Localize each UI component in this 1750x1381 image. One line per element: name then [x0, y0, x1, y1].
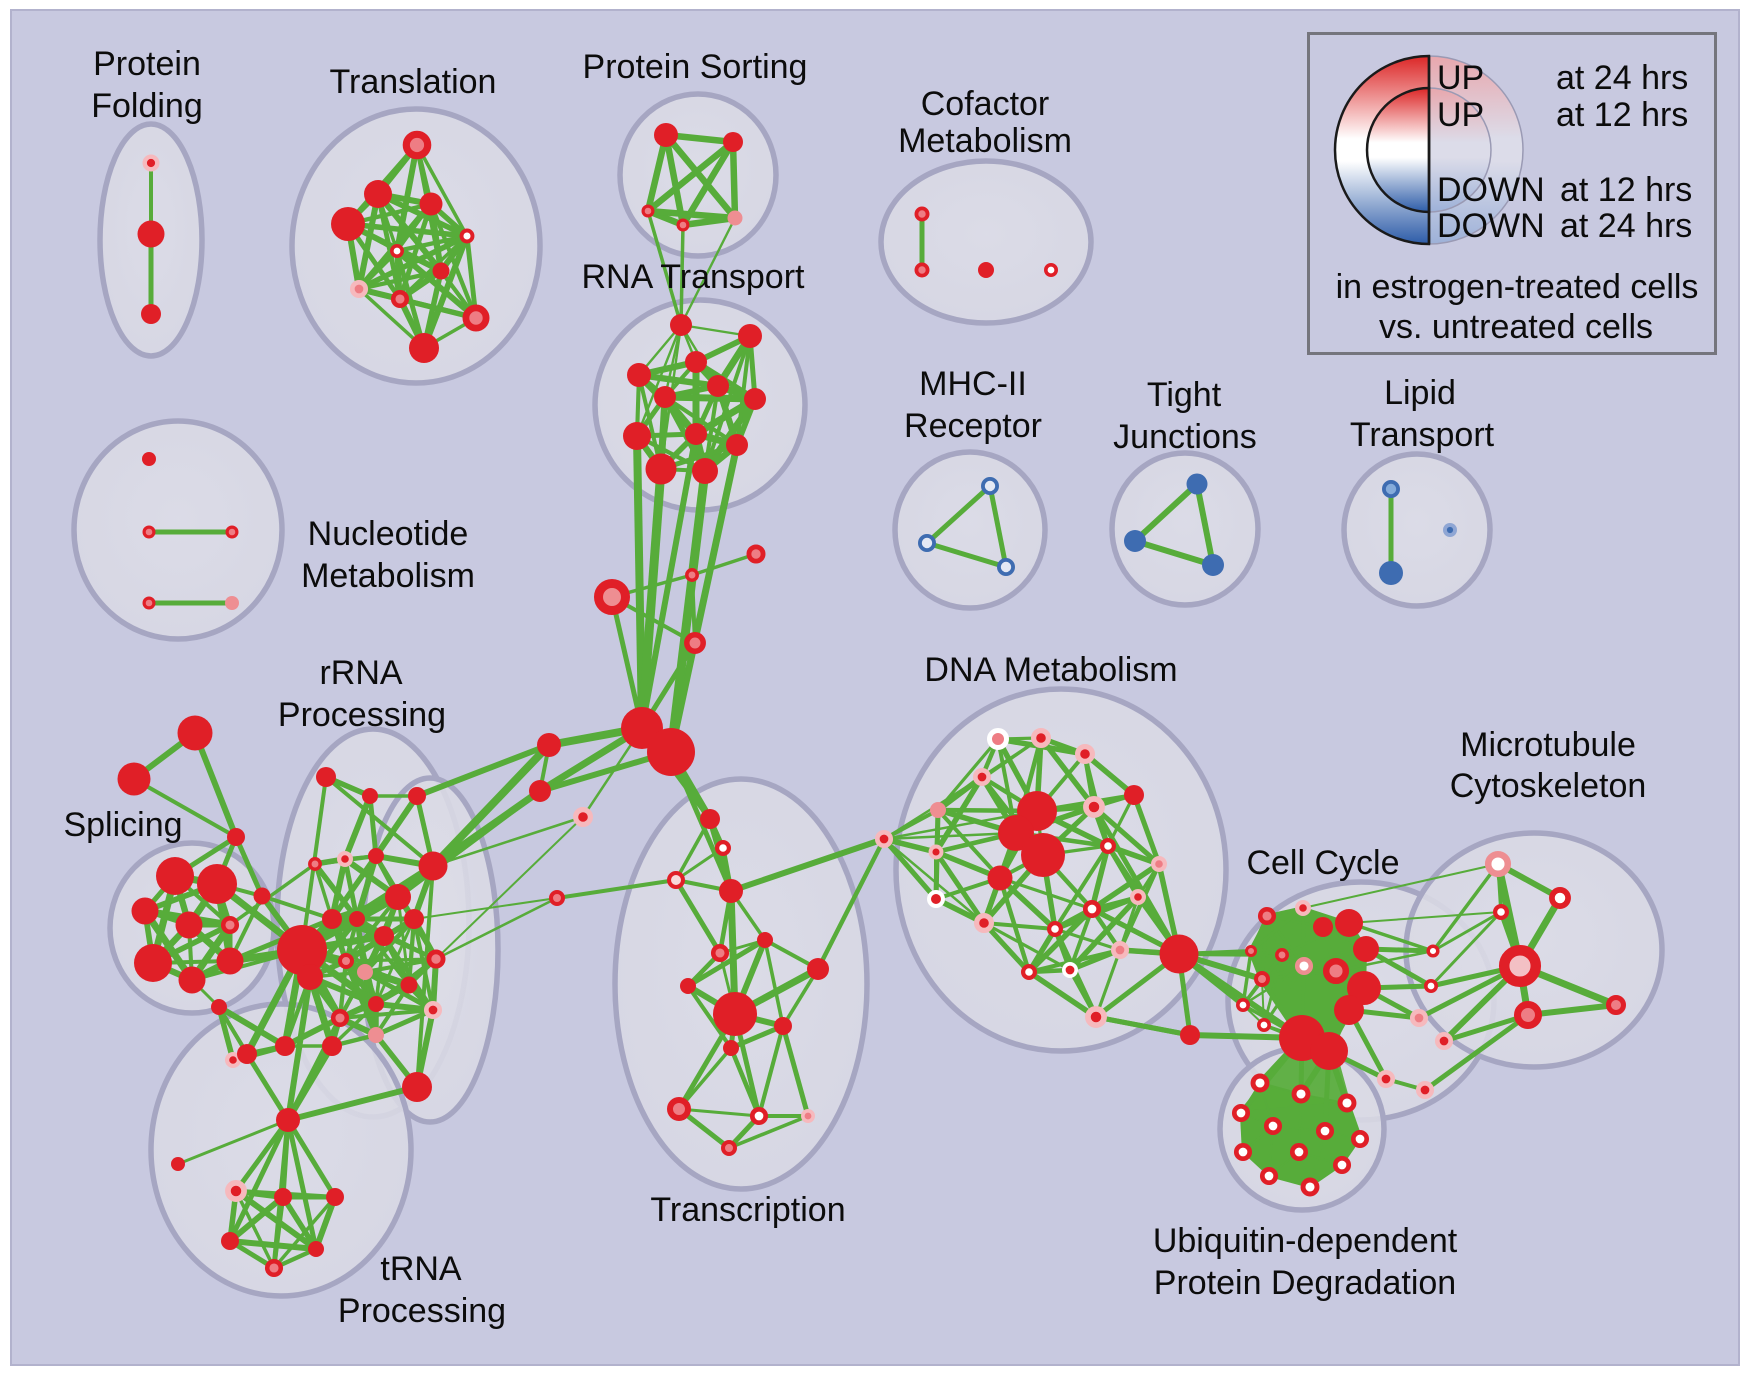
- svg-text:tRNA: tRNA: [380, 1250, 462, 1288]
- svg-text:MHC-II: MHC-II: [919, 365, 1027, 403]
- svg-text:Processing: Processing: [338, 1292, 506, 1330]
- svg-text:UP: UP: [1437, 59, 1484, 97]
- svg-text:Microtubule: Microtubule: [1460, 726, 1636, 764]
- svg-text:rRNA: rRNA: [319, 654, 402, 692]
- svg-text:at 24 hrs: at 24 hrs: [1556, 59, 1688, 97]
- svg-text:Junctions: Junctions: [1113, 418, 1257, 456]
- svg-text:Processing: Processing: [278, 696, 446, 734]
- svg-text:Protein Degradation: Protein Degradation: [1154, 1264, 1456, 1302]
- svg-text:Protein Sorting: Protein Sorting: [583, 48, 808, 86]
- svg-text:at 24 hrs: at 24 hrs: [1560, 207, 1692, 245]
- svg-text:Protein: Protein: [93, 45, 201, 83]
- svg-text:at 12 hrs: at 12 hrs: [1556, 96, 1688, 134]
- svg-text:in estrogen-treated cells: in estrogen-treated cells: [1336, 268, 1699, 306]
- svg-text:Folding: Folding: [91, 87, 203, 125]
- svg-text:Metabolism: Metabolism: [301, 557, 475, 595]
- svg-text:Translation: Translation: [330, 63, 497, 101]
- svg-text:DOWN: DOWN: [1437, 171, 1545, 209]
- svg-text:Receptor: Receptor: [904, 407, 1042, 445]
- svg-text:at 12 hrs: at 12 hrs: [1560, 171, 1692, 209]
- svg-text:Splicing: Splicing: [63, 806, 182, 844]
- svg-text:vs. untreated cells: vs. untreated cells: [1379, 308, 1653, 346]
- svg-text:RNA Transport: RNA Transport: [582, 258, 806, 296]
- svg-text:Transcription: Transcription: [650, 1191, 845, 1229]
- svg-text:Cell Cycle: Cell Cycle: [1246, 844, 1399, 882]
- svg-text:DOWN: DOWN: [1437, 207, 1545, 245]
- svg-text:Nucleotide: Nucleotide: [308, 515, 469, 553]
- svg-text:Cofactor: Cofactor: [921, 85, 1050, 123]
- svg-text:Lipid: Lipid: [1384, 374, 1456, 412]
- svg-text:Ubiquitin-dependent: Ubiquitin-dependent: [1153, 1222, 1458, 1260]
- svg-text:Transport: Transport: [1350, 416, 1495, 454]
- svg-text:Metabolism: Metabolism: [898, 122, 1072, 160]
- svg-text:Tight: Tight: [1147, 376, 1222, 414]
- svg-text:UP: UP: [1437, 96, 1484, 134]
- svg-text:Cytoskeleton: Cytoskeleton: [1450, 767, 1647, 805]
- svg-text:DNA Metabolism: DNA Metabolism: [924, 651, 1177, 689]
